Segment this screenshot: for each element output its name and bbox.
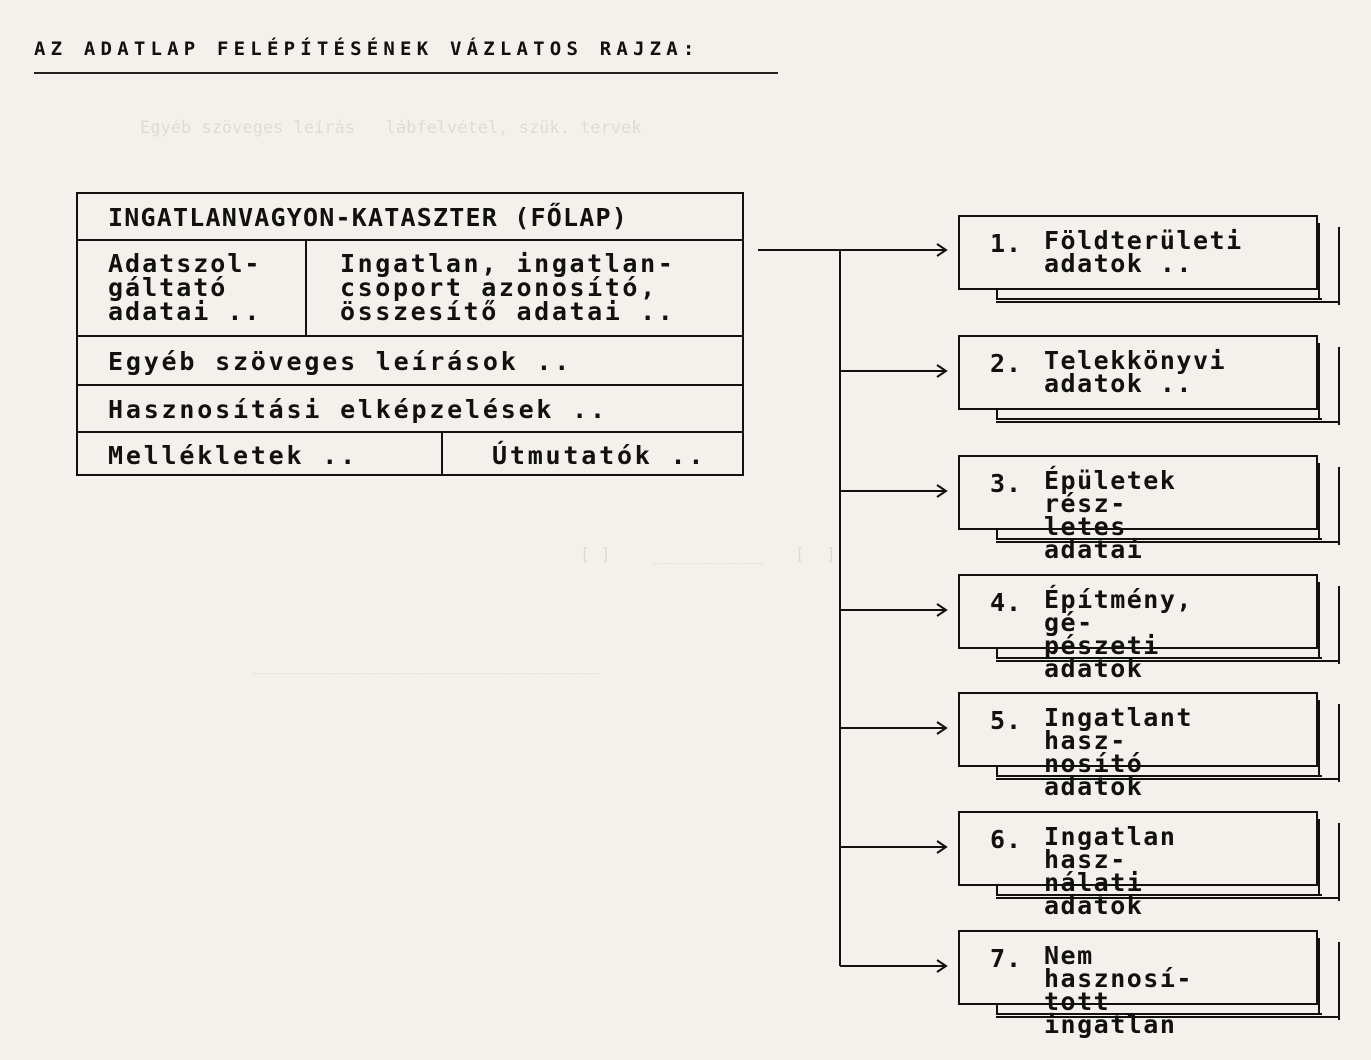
- stack-edge: [996, 290, 1322, 300]
- title-underline: [34, 72, 778, 74]
- arrow-head: [936, 840, 948, 854]
- sub-form-label: Ingatlant hasz- nosító adatok: [1044, 703, 1193, 801]
- stack-edge: [1338, 586, 1340, 664]
- arrow-head: [936, 484, 948, 498]
- guides-cell: Útmutatók ..: [492, 441, 707, 470]
- stack-edge: [996, 767, 1322, 777]
- stack-edge: [1338, 347, 1340, 425]
- main-form-diagram: INGATLANVAGYON-KATASZTER (FŐLAP) Adatszo…: [76, 192, 744, 476]
- divider: [78, 431, 742, 433]
- stack-edge: [996, 410, 1322, 420]
- sub-form-label: Építmény, gé- pészeti adatok: [1044, 585, 1193, 683]
- sub-form-number: 5.: [990, 706, 1023, 735]
- stack-edge: [996, 886, 1322, 896]
- stack-edge: [996, 301, 1340, 303]
- arrow-head: [936, 959, 948, 973]
- sub-form-frame: [958, 335, 1318, 410]
- sub-form-label: Nem hasznosí- tott ingatlan: [1044, 941, 1193, 1039]
- arrow-head: [936, 243, 948, 257]
- descriptions-cell: Egyéb szöveges leírások ..: [108, 347, 573, 376]
- bleed-through-text: [ ] ___________ [ ]: [580, 545, 836, 565]
- sub-form-number: 6.: [990, 825, 1023, 854]
- sub-form-frame: [958, 574, 1318, 649]
- stack-edge: [1318, 700, 1320, 776]
- divider: [78, 384, 742, 386]
- stack-edge: [1338, 227, 1340, 305]
- bleed-through-text: Egyéb szöveges leírás lábfelvétel, szük.…: [140, 118, 642, 138]
- attachments-cell: Mellékletek ..: [108, 441, 358, 470]
- stack-edge: [1318, 582, 1320, 658]
- main-form-title: INGATLANVAGYON-KATASZTER (FŐLAP): [108, 203, 629, 232]
- sub-form-label: Földterületi adatok ..: [1044, 226, 1243, 278]
- sub-form-frame: [958, 455, 1318, 530]
- stack-edge: [996, 541, 1340, 543]
- stack-edge: [996, 530, 1322, 540]
- utilization-plans-cell: Hasznosítási elképzelések ..: [108, 395, 608, 424]
- sub-form-number: 3.: [990, 469, 1023, 498]
- sub-form-number: 2.: [990, 349, 1023, 378]
- stack-edge: [1338, 467, 1340, 545]
- stack-edge: [1318, 463, 1320, 539]
- sub-form-frame: [958, 930, 1318, 1005]
- stack-edge: [996, 1005, 1322, 1015]
- sub-form-number: 4.: [990, 588, 1023, 617]
- divider: [78, 239, 742, 241]
- sub-form-label: Ingatlan hasz- nálati adatok: [1044, 822, 1177, 920]
- divider: [441, 431, 443, 476]
- page-title: AZ ADATLAP FELÉPÍTÉSÉNEK VÁZLATOS RAJZA:: [34, 38, 700, 60]
- stack-edge: [996, 660, 1340, 662]
- sub-form-label: Telekkönyvi adatok ..: [1044, 346, 1227, 398]
- sub-form-number: 7.: [990, 944, 1023, 973]
- stack-edge: [996, 649, 1322, 659]
- stack-edge: [996, 897, 1340, 899]
- stack-edge: [996, 778, 1340, 780]
- divider: [78, 335, 742, 337]
- divider: [305, 239, 307, 335]
- stack-edge: [1318, 223, 1320, 299]
- stack-edge: [1338, 942, 1340, 1020]
- arrow-head: [936, 603, 948, 617]
- stack-edge: [1338, 704, 1340, 782]
- stack-edge: [1318, 343, 1320, 419]
- sub-form-frame: [958, 692, 1318, 767]
- arrow-head: [936, 721, 948, 735]
- sub-form-label: Épületek rész- letes adatai: [1044, 466, 1177, 564]
- stack-edge: [996, 1016, 1340, 1018]
- sub-form-number: 1.: [990, 229, 1023, 258]
- provider-data-cell: Adatszol- gáltató adatai ..: [108, 249, 262, 326]
- bleed-through-text: __________________________________: [120, 655, 602, 675]
- identification-data-cell: Ingatlan, ingatlan- csoport azonosító, ö…: [340, 249, 676, 326]
- stack-edge: [1318, 938, 1320, 1014]
- sub-form-frame: [958, 215, 1318, 290]
- stack-edge: [996, 421, 1340, 423]
- stack-edge: [1338, 823, 1340, 901]
- arrow-head: [936, 364, 948, 378]
- stack-edge: [1318, 819, 1320, 895]
- sub-form-frame: [958, 811, 1318, 886]
